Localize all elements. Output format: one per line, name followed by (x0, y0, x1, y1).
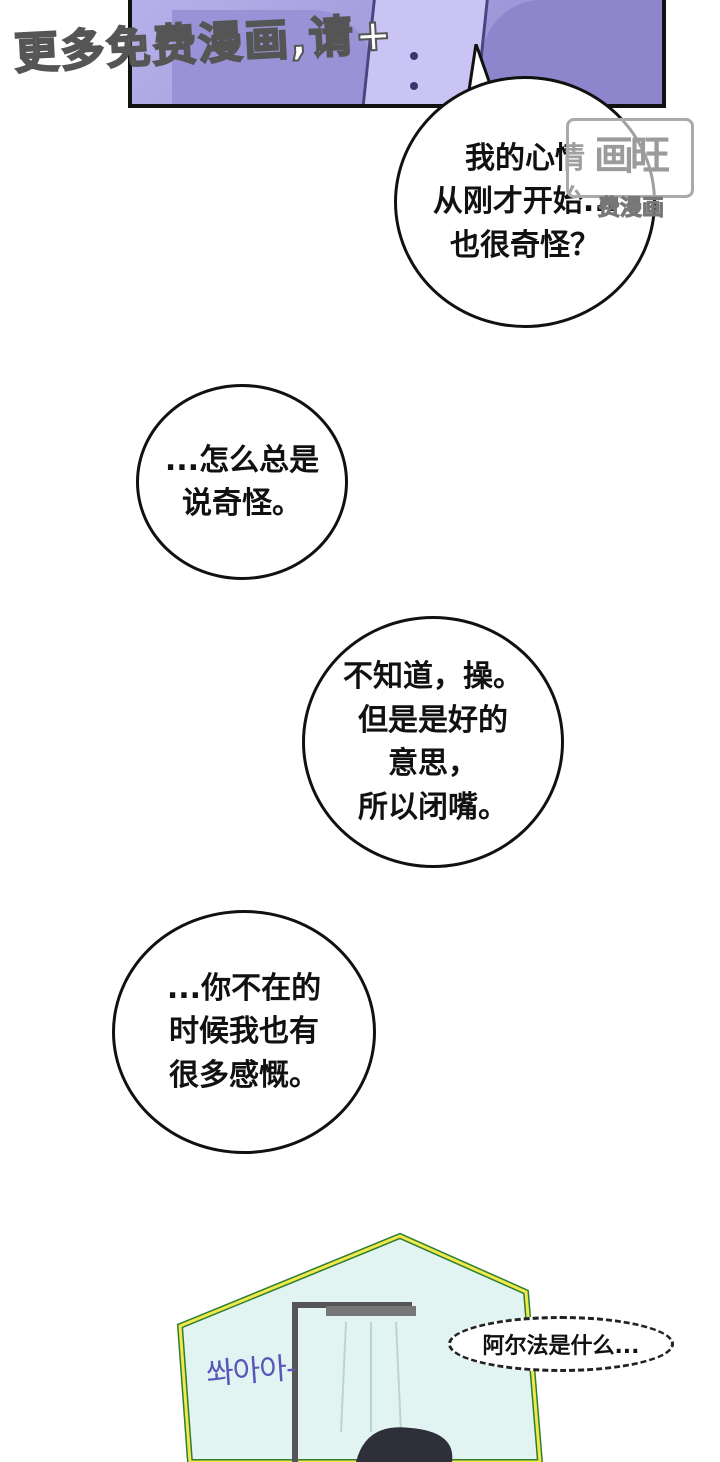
top-panel-illustration (128, 0, 666, 108)
speech-bubble-2-text: ...怎么总是 说奇怪。 (164, 442, 320, 522)
site-logo: 画旺 (566, 118, 694, 198)
site-logo-caption: 费漫画 (597, 196, 665, 222)
speech-bubble-3: 不知道，操。 但是是好的 意思， 所以闭嘴。 (302, 616, 564, 868)
sound-effect-text: 쏴아아- (205, 1350, 297, 1393)
thought-bubble: 阿尔法是什么... (448, 1316, 674, 1372)
thought-bubble-text: 阿尔法是什么... (482, 1334, 640, 1359)
speech-bubble-3-text: 不知道，操。 但是是好的 意思， 所以闭嘴。 (343, 659, 523, 825)
shirt-button (410, 52, 418, 60)
speech-bubble-2: ...怎么总是 说奇怪。 (136, 384, 348, 580)
shirt-button (410, 82, 418, 90)
bottom-panel-illustration (176, 1232, 544, 1462)
speech-bubble-1-text: 我的心情 从刚才开始... 也很奇怪？ (432, 140, 618, 263)
speech-bubble-4: ...你不在的 时候我也有 很多感慨。 (112, 910, 376, 1154)
jacket-left (172, 10, 372, 104)
shower-pipe (292, 1302, 298, 1462)
speech-bubble-4-text: ...你不在的 时候我也有 很多感慨。 (166, 970, 322, 1093)
shower-head (326, 1306, 416, 1316)
